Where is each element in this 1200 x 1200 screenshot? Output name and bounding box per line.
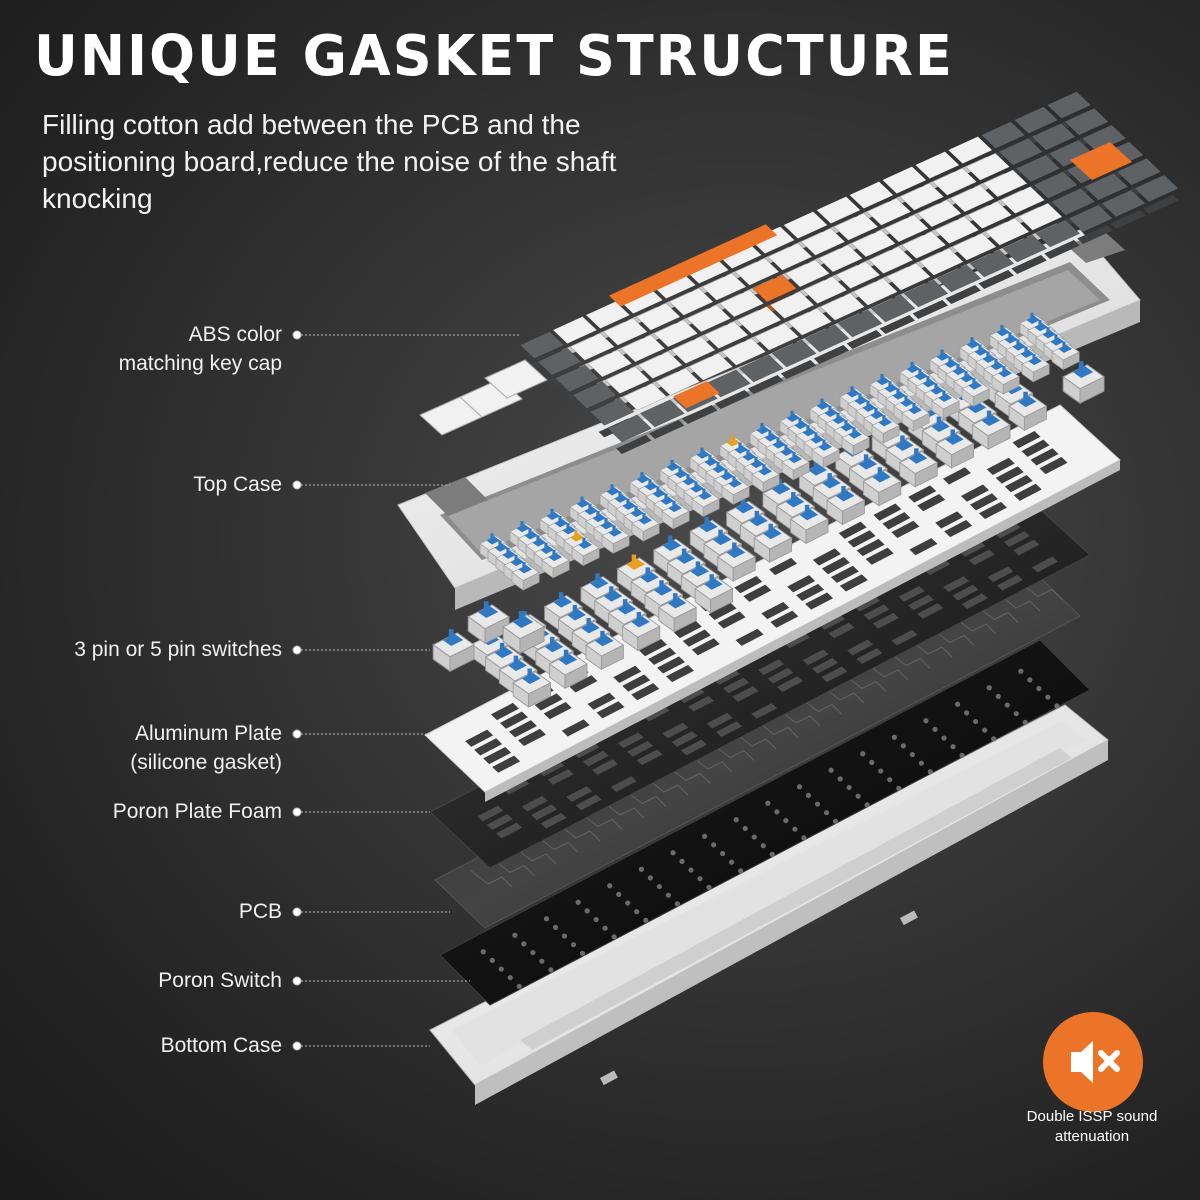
- speaker-mute-icon: [1071, 1041, 1120, 1083]
- badge-caption: Double ISSP sound attenuation: [1026, 1108, 1158, 1145]
- poron-switch-layer: [439, 639, 1091, 1006]
- label-bottom-case: Bottom Case: [160, 1034, 282, 1057]
- label-top-case: Top Case: [193, 473, 282, 496]
- keycap-layer: [419, 91, 1180, 454]
- label-keycap: ABS color matching key cap: [118, 323, 282, 375]
- label-switches: 3 pin or 5 pin switches: [74, 638, 282, 661]
- page-title: UNIQUE GASKET STRUCTURE: [34, 22, 954, 89]
- bottom-case-layer: [429, 704, 1109, 1105]
- poron-plate-foam-layer: [429, 499, 1091, 869]
- top-case-layer: [397, 229, 1141, 610]
- page-subtitle: Filling cotton add between the PCB and t…: [42, 109, 617, 214]
- label-poron-plate-foam: Poron Plate Foam: [112, 800, 282, 823]
- label-poron-switch: Poron Switch: [158, 969, 282, 992]
- label-aluminum-plate: Aluminum Plate (silicone gasket): [130, 722, 282, 774]
- label-pcb: PCB: [238, 900, 282, 923]
- aluminum-plate-layer: [424, 404, 1121, 802]
- sound-badge: [1043, 1012, 1143, 1112]
